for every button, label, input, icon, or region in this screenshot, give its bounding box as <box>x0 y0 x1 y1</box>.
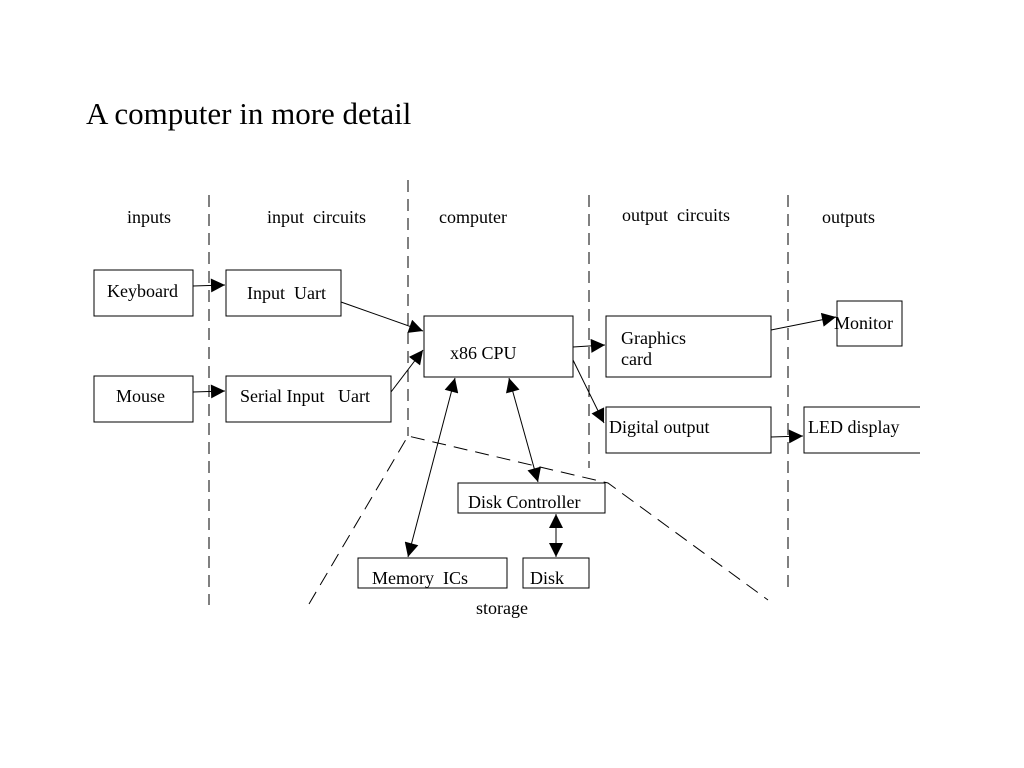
digital-output-label: Digital output <box>609 417 710 437</box>
arrow-graphics-card-to-monitor <box>770 312 837 331</box>
keyboard-label: Keyboard <box>107 281 178 301</box>
mouse-label: Mouse <box>116 386 165 406</box>
column-header-inputs: inputs <box>127 207 171 227</box>
digital-output-box <box>605 406 772 454</box>
input-uart-label: Input Uart <box>247 283 326 303</box>
monitor-label: Monitor <box>834 313 893 333</box>
disk-box <box>522 557 590 589</box>
column-header-computer: computer <box>439 207 507 227</box>
arrow-serial-uart-to-cpu <box>390 349 424 393</box>
column-header-input-circuits: input circuits <box>267 207 366 227</box>
arrow-keyboard-to-input-uart <box>192 278 226 293</box>
led-display-label: LED display <box>808 417 900 437</box>
cpu-box <box>423 315 574 378</box>
mouse-box <box>93 375 194 423</box>
column-header-output-circuits: output circuits <box>622 205 730 225</box>
column-header-outputs: outputs <box>822 207 875 227</box>
keyboard-box <box>93 269 194 317</box>
serial-input-uart-box <box>225 375 392 423</box>
cpu-label: x86 CPU <box>450 343 517 363</box>
arrow-mouse-to-serial-uart <box>192 384 226 399</box>
memory-ics-label: Memory ICs <box>372 568 468 588</box>
input-uart-box <box>225 269 342 317</box>
graphics-card-box <box>605 315 772 378</box>
arrow-cpu-to-digital-output <box>572 359 605 424</box>
arrow-digital-output-to-led-display <box>770 429 804 444</box>
storage-label: storage <box>476 598 528 618</box>
slide-title: A computer in more detail <box>86 96 412 131</box>
monitor-box <box>836 300 903 347</box>
arrow-input-uart-to-cpu <box>340 301 424 333</box>
graphics-card-label-line1: Graphics <box>621 328 686 348</box>
disk-controller-label: Disk Controller <box>468 492 581 512</box>
arrow-cpu-memory-ics <box>404 377 459 558</box>
arrow-cpu-disk-controller <box>506 377 541 483</box>
graphics-card-label-line2: card <box>621 349 652 369</box>
led-display-box <box>803 406 920 454</box>
disk-label: Disk <box>530 568 564 588</box>
serial-input-uart-label: Serial Input Uart <box>240 386 370 406</box>
arrow-cpu-to-graphics-card <box>572 338 606 353</box>
memory-ics-box <box>357 557 508 589</box>
